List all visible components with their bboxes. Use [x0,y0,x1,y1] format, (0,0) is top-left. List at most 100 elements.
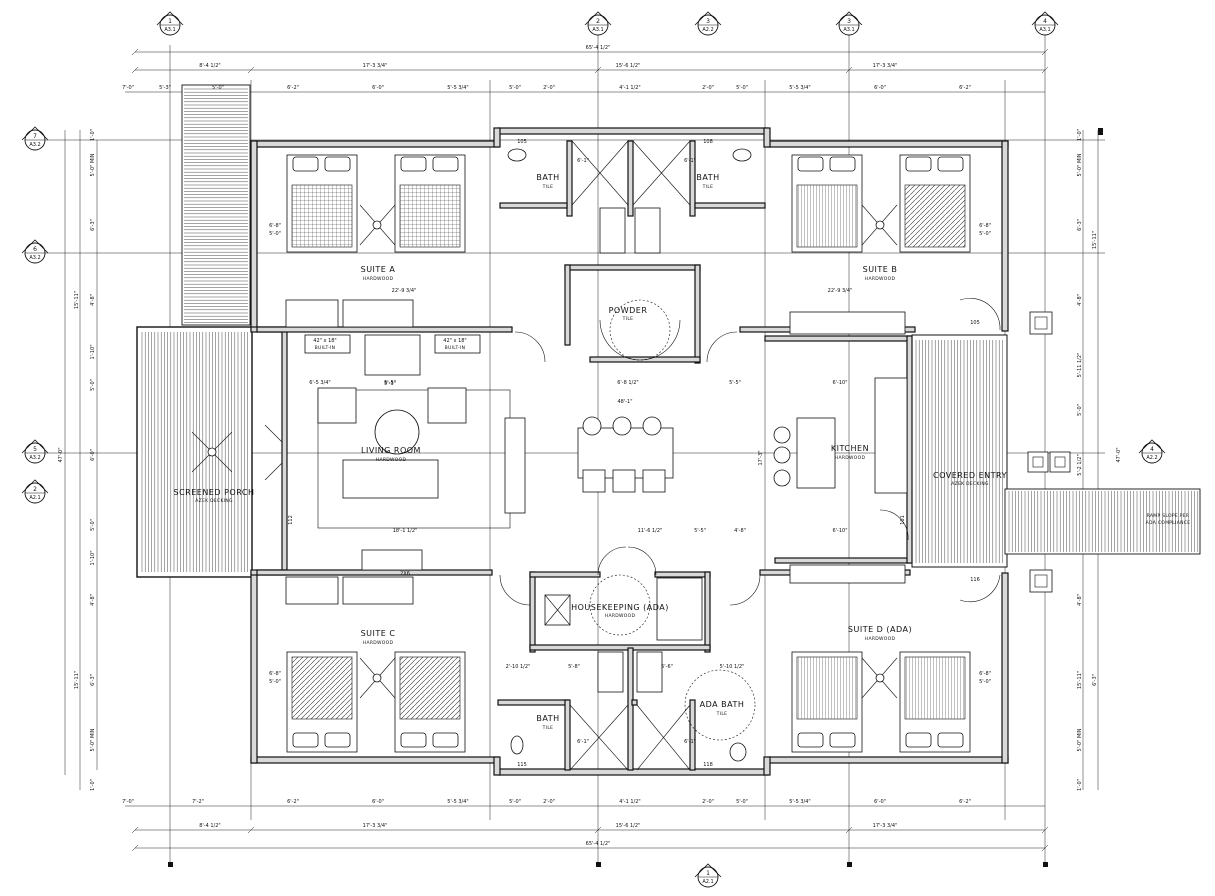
dim-text: 6'-8 1/2" [617,380,638,386]
overall-width: 65'-4 1/2" [586,841,611,847]
section-tag-number: 5 [33,446,37,453]
dim-text: 15'-6 1/2" [616,823,641,829]
section-tag-sheet: A2.2 [1146,455,1157,461]
dim-text: 5'-0" [90,379,96,391]
section-tag-number: 2 [33,486,37,493]
dim-text: 1'-0" [1077,129,1083,141]
dim-text: 6'-0" [90,449,96,461]
dim-text: 6'-5 3/4" [309,380,330,386]
dim-text: 6'-2" [959,85,971,91]
dim-text: 5'-5 3/4" [447,799,468,805]
dim-text: 5'-0" [736,85,748,91]
bed-icon [791,651,863,753]
dim-text: 5'-8" [568,664,580,670]
dim-text: 4'-1 1/2" [619,85,640,91]
screened-porch-deck [136,326,253,578]
room-label-housekeeping: HOUSEKEEPING (ADA) [571,603,669,612]
dim-text: 6'-3" [90,674,96,686]
dim-text: 6'-8" [979,671,991,677]
overall-width: 65'-4 1/2" [586,45,611,51]
dim-text: 5'-10 1/2" [720,664,745,670]
section-tag-number: 2 [596,18,600,25]
dim-text: 5'-0" [979,679,991,685]
dim-text: 5'-0" [269,679,281,685]
dim-text: 5'-3" [384,381,396,387]
dim-text: 22'-9 3/4" [828,288,853,294]
floor-label: HARDWOOD [363,276,394,282]
section-tag: 3A3.1 [835,11,863,36]
ceiling-fan-icon [359,204,396,246]
dim-text: 1'-0" [1077,779,1083,791]
section-tag-number: 1 [168,18,172,25]
dim-text: 5'-5" [694,528,706,534]
dim-text: 17'-3" [758,450,764,465]
dim-text: 5'-5 3/4" [789,799,810,805]
door-tag: 105 [517,139,527,145]
dim-text: 2'-0" [702,85,714,91]
dim-text: 8'-4 1/2" [199,823,220,829]
room-label-bath-b: BATH [696,173,719,182]
floor-label: HARDWOOD [835,455,866,461]
dim-text: 4'-8" [90,594,96,606]
walls [250,127,1009,776]
door-tag: 108 [703,139,713,145]
dim-text: 5'-2 1/2" [1077,454,1083,475]
dim-text: 5'-0" [979,231,991,237]
stair [181,84,251,326]
dim-text: 5'-6" [661,664,673,670]
floor-label: HARDWOOD [865,276,896,282]
dim-text: 6'-10" [832,380,847,386]
dim-text: 22'-9 3/4" [392,288,417,294]
dim-text: 6'-2" [959,799,971,805]
ramp [1004,488,1201,555]
section-tag-number: 3 [706,18,710,25]
dim-text: 5'-3" [159,85,171,91]
room-label-entry: COVERED ENTRY [933,471,1007,480]
furniture [191,140,1071,771]
dim-text: 5'-0" MIN [90,728,96,751]
dim-text: 5'-11 1/2" [1077,353,1083,378]
dim-text: 7'-0" [122,85,134,91]
room-labels: SUITE A HARDWOOD SUITE B HARDWOOD SUITE … [174,173,1007,731]
room-label-suite-b: SUITE B [863,265,898,274]
section-tag: 4A2.2 [1138,439,1166,464]
bed-icon [286,154,358,253]
dim-text: 1'-0" [90,129,96,141]
section-tag-sheet: A2.2 [702,27,713,33]
dim-text: 5'-0" [736,799,748,805]
dimension-text: 65'-4 1/2" 65'-4 1/2" 8'-4 1/2" 17'-3 3/… [58,45,1122,847]
floor-label: TILE [622,316,634,322]
dim-text: 6'-2" [287,85,299,91]
dim-text: 15'-11" [74,671,80,689]
dim-text: 4'-8" [734,528,746,534]
ramp-note: RAMP SLOPE PER [1147,513,1190,519]
dim-text: 4'-8" [1077,294,1083,306]
dim-text: 6'-3" [90,219,96,231]
dim-text: 2X6 [400,571,410,577]
dim-text: 5'-0" [1077,404,1083,416]
dim-text: 6'-0" [372,85,384,91]
builtin-note-sub: BUILT-IN [445,345,466,351]
ramp-note-sub: ADA COMPLIANCE [1146,520,1191,526]
dim-text: 5'-0" [509,799,521,805]
floor-label: HARDWOOD [605,613,636,619]
dim-text: 6'-1" [577,158,589,164]
room-label-powder: POWDER [609,306,648,315]
section-tag: 5A3.2 [21,439,49,464]
section-tag-sheet: A3.1 [164,27,175,33]
dim-text: 2'-0" [543,799,555,805]
dim-text: 6'-2" [287,799,299,805]
section-tag-sheet: A3.1 [592,27,603,33]
section-tag-sheet: A3.1 [1039,27,1050,33]
builtin-note-sub: BUILT-IN [315,345,336,351]
section-tag: 2A2.1 [21,479,49,504]
dim-text: 8'-4 1/2" [199,63,220,69]
section-tags: 1A3.12A3.13A2.23A3.14A3.17A3.26A3.25A3.2… [21,11,1166,888]
dim-text: 6'-8" [269,223,281,229]
door-tag: 116 [970,577,980,583]
section-tag: 2A3.1 [584,11,612,36]
dim-text: 6'-0" [372,799,384,805]
dim-text: 6'-8" [269,671,281,677]
floor-label: TILE [716,711,728,717]
